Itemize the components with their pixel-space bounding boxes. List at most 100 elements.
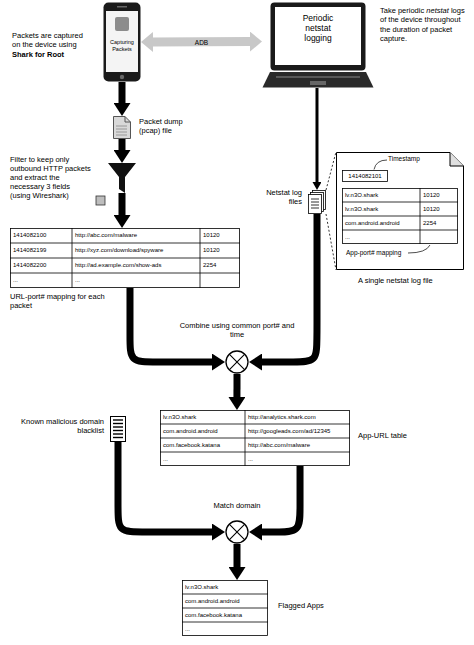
shape-outline-part (263, 72, 374, 88)
shape-outline-part-part (160, 452, 350, 453)
shape-outline-part (117, 6, 127, 8)
table-cell: com.android.android (345, 216, 418, 230)
shape-outline-part-part (11, 229, 240, 288)
zoom-leader-line (326, 214, 336, 270)
shape-outline-part (116, 135, 127, 136)
table-cell: 10120 (203, 228, 238, 243)
icon-caption: Known malicious domain blacklist (18, 417, 104, 435)
annotation: Take periodicnetstatlogs of the device t… (380, 6, 470, 44)
shape-outline-part (160, 410, 350, 466)
app-url-table: lv.n3O.shark http://analytics.shark.com co… (160, 410, 350, 466)
shape-outline-part-part (160, 424, 350, 425)
phone-icon: Capturing Packets (103, 2, 141, 82)
shape-outline-part (114, 117, 131, 139)
table-caption: Flagged Apps (278, 601, 348, 610)
table-caption: URL-port# mapping for each packet (10, 292, 118, 310)
flow-arrow (118, 442, 212, 532)
table-cell: 2254 (203, 258, 238, 273)
shape-outline-part-part (160, 438, 350, 439)
laptop-icon: Periodic netstat logging (262, 2, 374, 88)
zoom-leader-line (326, 152, 336, 190)
shape-outline-part-part (182, 608, 268, 609)
flow-arrow (119, 193, 126, 215)
table-cell: 1414082100 (13, 228, 70, 243)
connector-label: ADB (195, 38, 208, 45)
table-caption: App-URL table (358, 431, 428, 440)
shape-outline-part (113, 423, 123, 424)
match-operator: Match domain (225, 520, 249, 544)
table-cell: http://ad.example.com/show-ads (75, 258, 198, 273)
table-cell: ... (13, 273, 70, 288)
blacklist-icon: Known malicious domain blacklist (110, 416, 126, 442)
flow-arrow (234, 544, 241, 567)
table-cell: com.android.android (163, 424, 243, 438)
annotation-text: Take periodic (380, 6, 424, 15)
shape-outline-part-part (342, 230, 458, 231)
table-cell: com.facebook.katana (163, 438, 243, 452)
shape-outline-part (342, 188, 458, 244)
shape-outline (308, 190, 326, 214)
callout-label: Timestamp (388, 155, 448, 163)
flow-arrow (119, 139, 126, 150)
netstat-log-file: Timestamp1414082101lv.n3O.shark10120lv.n… (336, 152, 464, 270)
shape-outline-part (311, 202, 319, 203)
emphasis-text: Shark for Root (12, 50, 92, 59)
annotation-text: Packets are captured on the device using (12, 31, 83, 49)
table-cell: ... (185, 622, 266, 636)
table-cell: http://abc.com/malware (248, 438, 348, 452)
table-cell: 1414082200 (13, 258, 70, 273)
table-cell: 2254 (423, 216, 456, 230)
shape-outline-part (271, 3, 366, 71)
table-cell: http://abc.com/malware (75, 228, 198, 243)
shape-outline-part (313, 191, 326, 210)
url-port-table: 1414082100 http://abc.com/malware 10120 141… (10, 228, 240, 288)
table-cell: http://analytics.shark.com (248, 410, 348, 424)
icon-caption: Packet dump (pcap) file (139, 117, 195, 135)
step-description: Filter to keep only outbound HTTP packet… (10, 155, 92, 200)
icon-caption: Netstat log files (256, 188, 302, 206)
shape-outline-part-part (182, 594, 268, 595)
shape-outline-part (226, 351, 248, 373)
shape-outline-part (408, 245, 430, 253)
table-cell: lv.n3O.shark (163, 410, 243, 424)
table-cell: lv.n3O.shark (185, 580, 266, 594)
shape-outline-part (108, 163, 136, 193)
shape-outline-part (337, 153, 464, 270)
shape-outline-part (115, 17, 129, 31)
shape-outline-part (113, 433, 123, 434)
shape-outline-part (276, 77, 360, 78)
shape-outline-part (229, 354, 245, 370)
file-icon: Packet dump (pcap) file (113, 116, 131, 139)
table-cell: http://googleads.com/ad/12345 (248, 424, 348, 438)
shape-outline-part-part (183, 581, 268, 636)
shape-outline-part (374, 160, 387, 170)
shape-outline-part (116, 126, 127, 127)
flow-arrow (262, 214, 317, 362)
table-cell: 10120 (423, 202, 456, 216)
filter-icon: Filter to keep only outbound HTTP packet… (108, 163, 136, 193)
shape-outline-part (311, 205, 319, 206)
shape-outline-part (309, 195, 322, 214)
table-cell: lv.n3O.shark (345, 188, 418, 202)
shape-outline-part (106, 11, 138, 72)
shape-outline-part (275, 7, 361, 65)
shape-outline-part-part (10, 273, 240, 274)
shape-outline (110, 416, 126, 442)
shape-outline-part-part (342, 202, 458, 203)
shape-outline-part-part (10, 243, 240, 244)
shape-outline-part (182, 581, 268, 636)
flow-arrow (233, 374, 240, 397)
shape-outline-part-part (245, 410, 246, 466)
screen-label: Capturing Packets (106, 39, 138, 52)
table-cell: ... (75, 273, 198, 288)
shape-outline-part (120, 75, 124, 79)
table-cell: 10120 (203, 243, 238, 258)
operator-caption: Match domain (195, 501, 279, 510)
table-cell: com.facebook.katana (185, 608, 266, 622)
shape-outline-part (113, 437, 123, 438)
shape-outline-part (311, 199, 319, 200)
table-cell: ... (248, 452, 348, 466)
flow-arrow (153, 37, 250, 46)
shape-outline-part (113, 426, 123, 427)
